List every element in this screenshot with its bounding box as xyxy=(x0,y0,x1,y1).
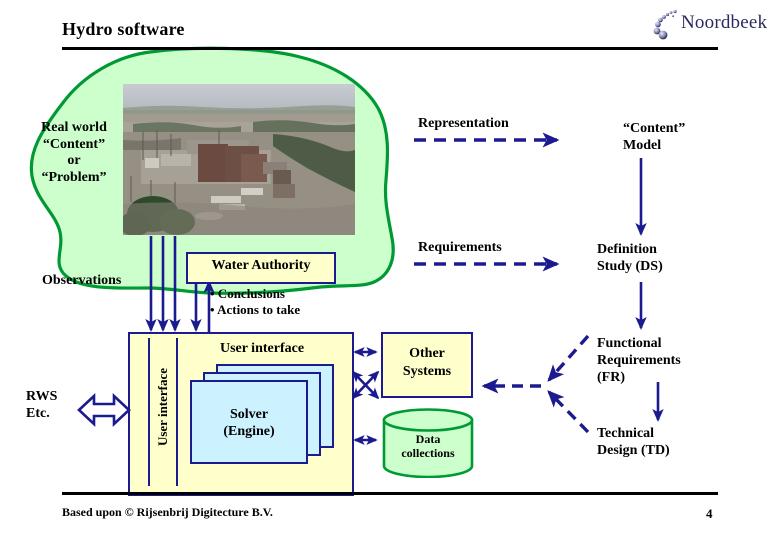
footer-divider xyxy=(62,492,718,495)
data-collections-cylinder[interactable]: Data collections xyxy=(381,408,475,479)
noordbeek-logo: Noordbeek xyxy=(648,6,774,44)
definition-study-line-1: Definition xyxy=(597,242,657,257)
fr-feedback-dashed-arrow xyxy=(547,334,590,382)
functional-requirements-line-1: Functional xyxy=(597,336,662,351)
content-model-line-1: “Content” xyxy=(623,121,686,136)
data-collections-label: Data collections xyxy=(381,432,475,461)
solver-label: Solver (Engine) xyxy=(192,407,306,441)
solver-line-2: (Engine) xyxy=(223,423,275,439)
bullet-actions: • Actions to take xyxy=(210,302,301,318)
content-model-label: “Content” Model xyxy=(623,120,685,154)
application-box[interactable]: User interface User interface Solver (En… xyxy=(128,332,354,496)
user-interface-title-label: User interface xyxy=(219,341,305,356)
rws-line-2: Etc. xyxy=(26,406,50,422)
technical-design-line-2: Design (TD) xyxy=(597,443,670,459)
logo-bubbles-icon xyxy=(653,9,677,40)
real-world-line-4: “Problem” xyxy=(41,169,107,185)
technical-design-line-1: Technical xyxy=(597,426,655,441)
observations-label: Observations xyxy=(42,273,122,288)
real-world-line-1: Real world xyxy=(41,120,107,135)
representation-label: Representation xyxy=(418,116,509,131)
page-number: 4 xyxy=(706,506,713,521)
content-model-line-2: Model xyxy=(623,138,662,154)
observation-arrows xyxy=(145,236,181,332)
definition-study-label: Definition Study (DS) xyxy=(597,241,663,275)
rws-double-arrow xyxy=(77,393,131,427)
solver-line-1: Solver xyxy=(229,407,269,422)
header-divider xyxy=(62,47,718,50)
cross-arrow-up xyxy=(351,370,380,400)
rws-label: RWS Etc. xyxy=(26,388,57,422)
data-collections-line-1: Data xyxy=(415,432,441,446)
footer-attribution: Based upon © Rijsenbrij Digitecture B.V. xyxy=(62,505,273,519)
flood-photo xyxy=(123,84,355,235)
other-systems-box[interactable]: Other Systems xyxy=(381,332,473,398)
td-feedback-dashed-arrow xyxy=(547,390,590,434)
data-collections-line-2: collections xyxy=(401,446,455,461)
other-systems-line-1: Other xyxy=(409,346,445,361)
bullet-conclusions: • Conclusions xyxy=(210,286,285,301)
real-world-line-3: or xyxy=(67,153,81,169)
rws-line-1: RWS xyxy=(26,389,58,404)
requirements-label: Requirements xyxy=(418,240,502,255)
other-systems-line-2: Systems xyxy=(402,363,452,379)
page-title: Hydro software xyxy=(62,19,185,39)
technical-design-label: Technical Design (TD) xyxy=(597,425,670,459)
real-world-label: Real world “Content” or “Problem” xyxy=(28,120,120,186)
database-cylinder-icon xyxy=(382,408,474,479)
user-interface-sidebar-label: User interface xyxy=(155,367,170,447)
user-interface-sidebar[interactable]: User interface xyxy=(148,338,178,486)
cross-arrow-down xyxy=(351,370,380,400)
water-authority-label: Water Authority xyxy=(211,258,311,273)
real-world-line-2: “Content” xyxy=(42,136,106,152)
solver-stack-layer-front[interactable]: Solver (Engine) xyxy=(190,380,308,464)
logo-text: Noordbeek xyxy=(681,12,768,33)
water-authority-bullets: • Conclusions • Actions to take xyxy=(210,286,300,319)
water-authority-box[interactable]: Water Authority xyxy=(186,252,336,284)
definition-study-line-2: Study (DS) xyxy=(597,259,663,275)
functional-requirements-line-3: (FR) xyxy=(597,370,625,386)
functional-requirements-line-2: Requirements xyxy=(597,353,681,369)
functional-requirements-label: Functional Requirements (FR) xyxy=(597,335,681,386)
other-systems-label: Other Systems xyxy=(383,345,471,380)
